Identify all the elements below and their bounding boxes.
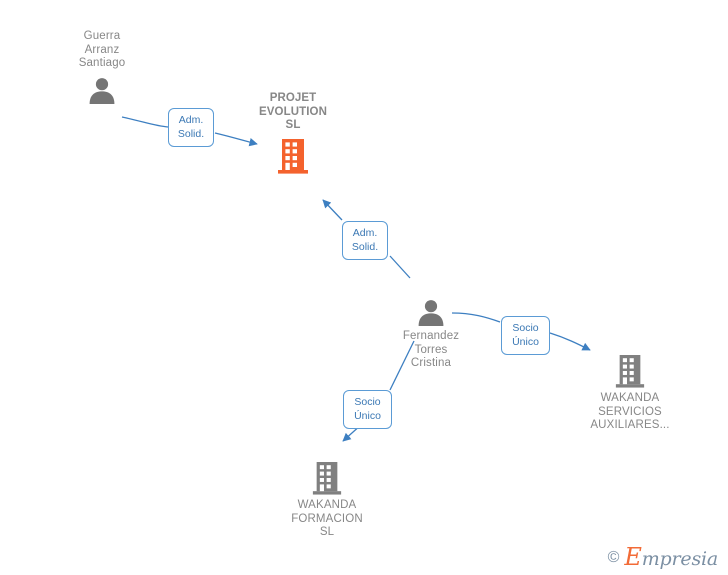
person-icon <box>416 297 446 327</box>
person-icon <box>87 75 117 105</box>
relation-badge-adm-solid-guerra[interactable]: Adm. Solid. <box>168 108 214 147</box>
brand-logo-text: Empresia <box>624 545 718 570</box>
relation-badge-adm-solid-fernandez[interactable]: Adm. Solid. <box>342 221 388 260</box>
building-icon <box>311 460 343 496</box>
relation-badge-socio-unico-servicios[interactable]: Socio Único <box>501 316 550 355</box>
building-icon <box>276 137 310 175</box>
building-icon <box>614 353 646 389</box>
node-company-projet-evolution-sl[interactable]: PROJET EVOLUTION SL <box>233 92 353 175</box>
node-person-fernandez-torres-cristina[interactable]: Fernandez Torres Cristina <box>371 297 491 371</box>
brand-rest: mpresia <box>641 548 718 570</box>
node-company-wakanda-servicios-auxiliares[interactable]: WAKANDA SERVICIOS AUXILIARES... <box>570 353 690 433</box>
node-company-wakanda-formacion-sl[interactable]: WAKANDA FORMACION SL <box>267 460 387 540</box>
relation-badge-socio-unico-formacion[interactable]: Socio Único <box>343 390 392 429</box>
node-label: Guerra Arranz Santiago <box>78 30 126 69</box>
node-label: PROJET EVOLUTION SL <box>259 92 327 131</box>
node-label: WAKANDA FORMACION SL <box>291 499 363 538</box>
empresia-watermark: © Empresia <box>607 545 719 570</box>
copyright-icon: © <box>607 549 620 566</box>
brand-initial: E <box>624 543 642 571</box>
node-person-guerra-arranz-santiago[interactable]: Guerra Arranz Santiago <box>42 30 162 105</box>
node-label: Fernandez Torres Cristina <box>402 330 460 369</box>
node-label: WAKANDA SERVICIOS AUXILIARES... <box>590 392 670 431</box>
